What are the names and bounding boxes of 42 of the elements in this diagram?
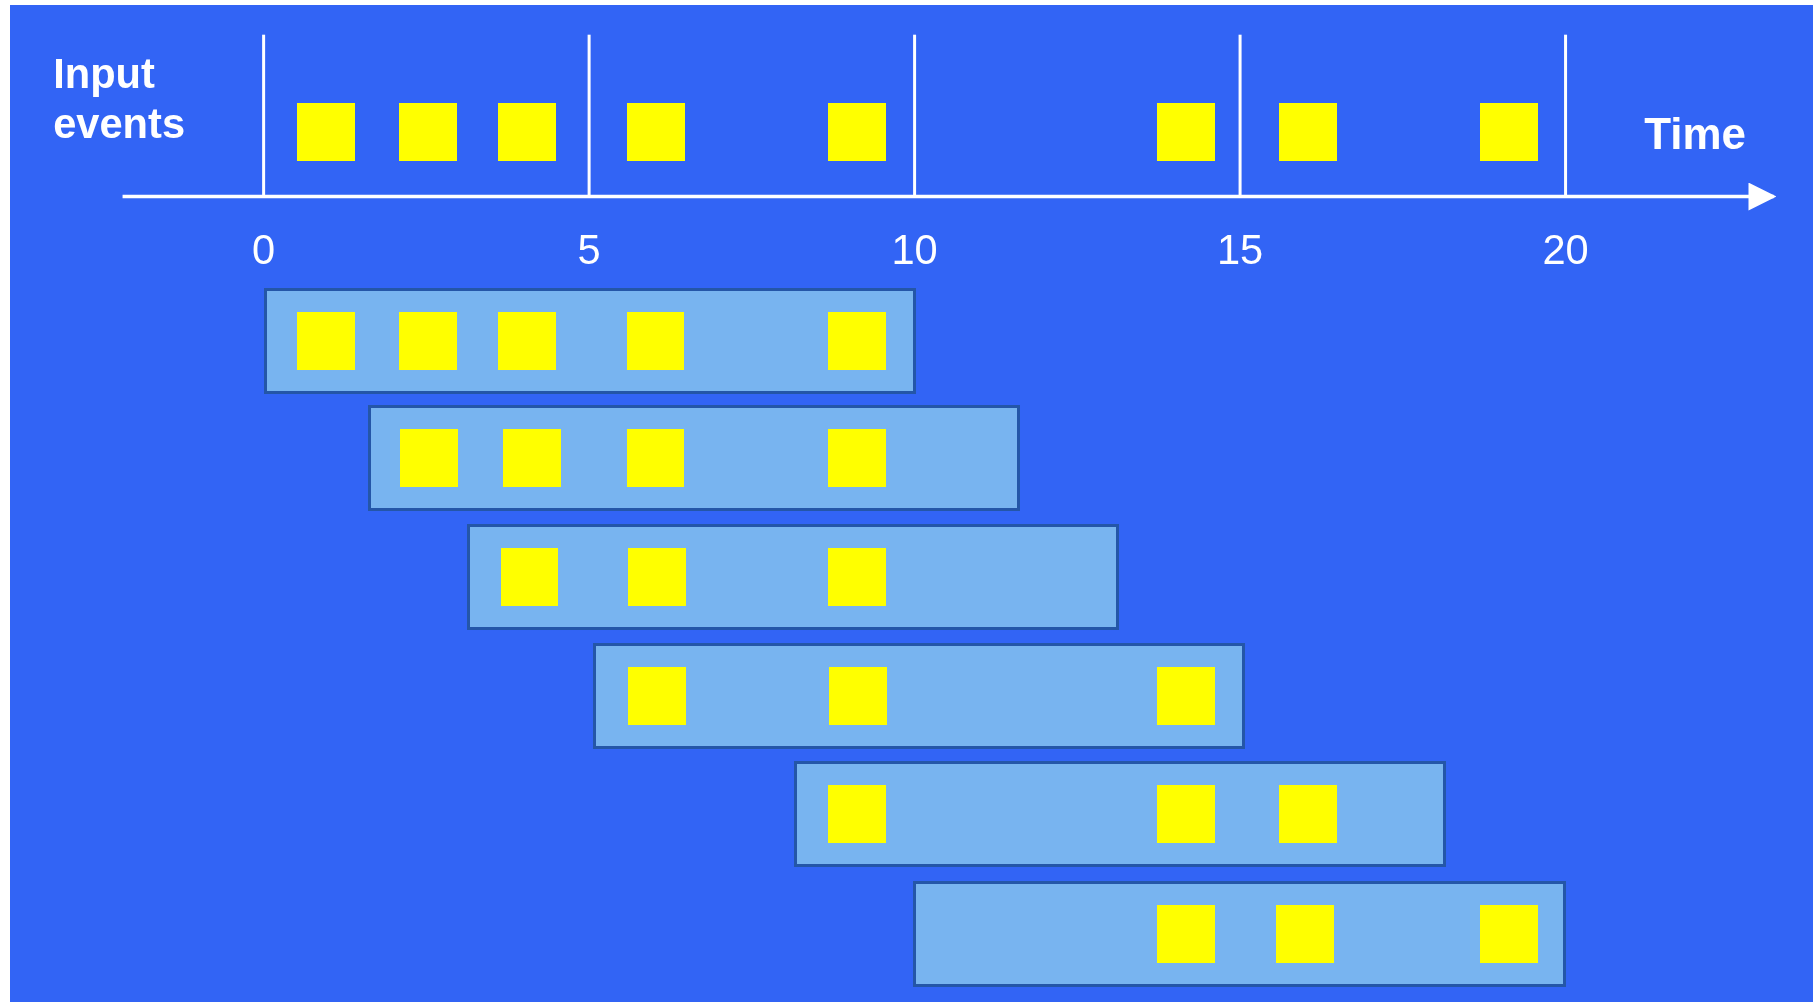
event-marker [1157,785,1216,843]
window-box [467,523,1120,631]
event-marker [626,312,685,370]
event-marker [1278,785,1337,843]
axis-label: Time [1644,107,1746,160]
tick-label: 15 [1216,225,1264,276]
event-marker [827,428,886,487]
event-marker [1480,102,1538,161]
event-marker [627,548,686,606]
window-box [913,881,1566,988]
event-marker [1276,905,1335,964]
event-marker [297,102,355,161]
window-box [794,760,1447,868]
tick-label: 20 [1542,225,1589,276]
event-marker [626,428,685,487]
event-marker [627,667,686,725]
event-marker [1157,667,1216,725]
event-marker [1480,905,1538,964]
event-marker [626,102,685,161]
event-marker [827,102,886,161]
tick-label: 0 [252,225,276,276]
window-box [367,404,1020,512]
event-marker [1157,905,1216,964]
window-box [593,642,1246,750]
event-marker [1157,102,1216,161]
event-marker [498,312,557,370]
event-marker [827,548,886,606]
event-marker [829,667,887,725]
event-marker [1278,102,1337,161]
axis-title: Input events [53,48,187,149]
event-marker [827,312,886,370]
window-box [263,287,916,395]
event-marker [827,785,886,843]
event-marker [400,428,458,487]
tick-label: 10 [891,225,938,276]
event-marker [398,102,457,161]
event-marker [398,312,457,370]
event-marker [498,102,557,161]
event-marker [500,548,559,606]
tick-label: 5 [577,225,601,276]
event-marker [502,428,561,487]
event-marker [297,312,355,370]
